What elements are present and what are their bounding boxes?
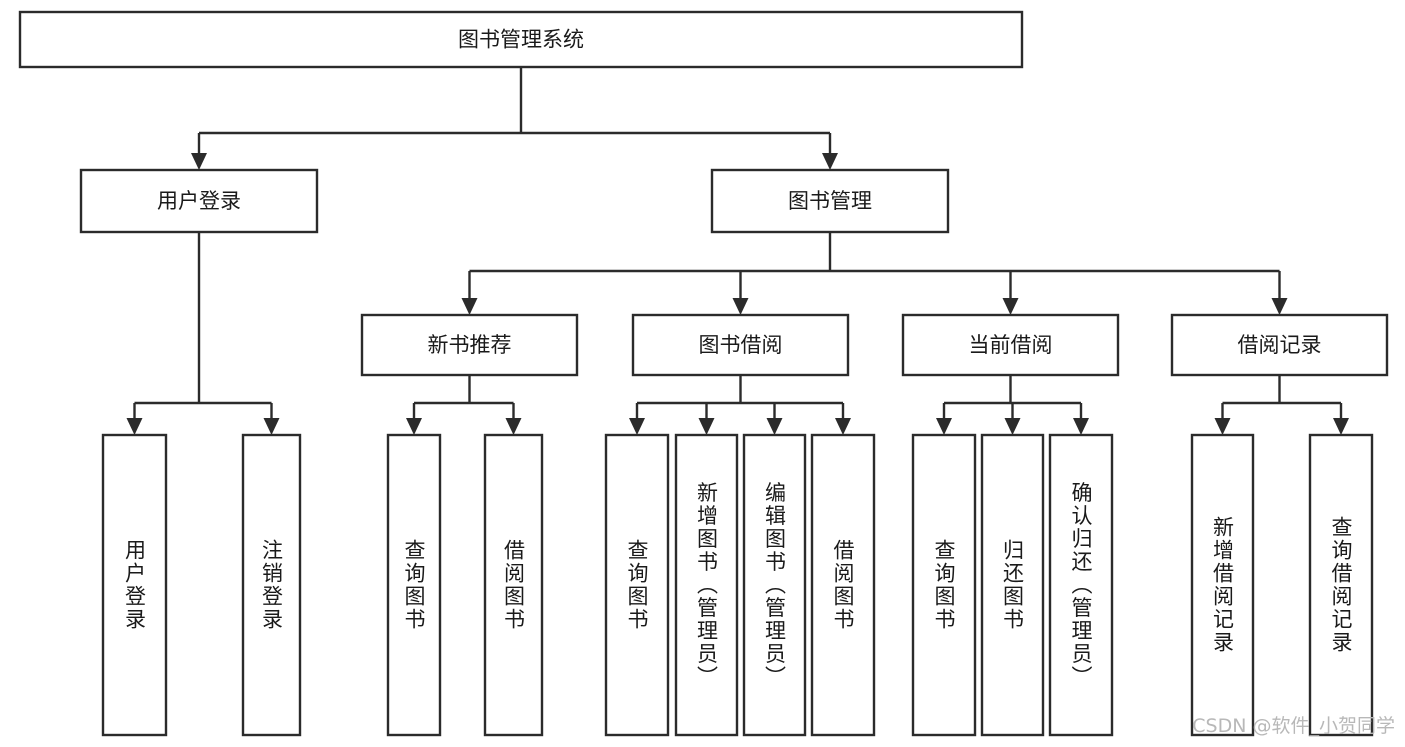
node-label-current-borrow: 当前借阅 [969, 333, 1053, 357]
arrow-head-leaf-query-book-1 [406, 418, 422, 435]
node-leaf-add-book[interactable]: 新增图书（管理员） [674, 433, 739, 737]
node-box-leaf-user-login[interactable] [101, 433, 168, 737]
watermark-label: CSDN @软件_小贺同学 [1192, 715, 1395, 737]
arrow-head-leaf-borrow-book-1 [505, 418, 522, 435]
arrow-head-leaf-borrow-book-2 [835, 418, 851, 435]
arrow-head-leaf-query-book-2 [629, 418, 645, 435]
node-label-leaf-confirm-return: 确认归还（管理员） [1069, 482, 1093, 689]
node-label-leaf-add-record: 新增借阅记录 [1211, 516, 1235, 654]
node-box-leaf-borrow-book-1[interactable] [483, 433, 544, 737]
node-box-leaf-query-record[interactable] [1308, 433, 1374, 737]
arrow-head-leaf-return-book [1004, 418, 1021, 435]
node-label-book-borrow: 图书借阅 [699, 333, 783, 357]
node-label-leaf-query-book-1: 查询图书 [402, 539, 426, 631]
node-box-leaf-add-book[interactable] [674, 433, 739, 737]
node-label-leaf-return-book: 归还图书 [1001, 539, 1025, 631]
connector-edges-layer [126, 67, 1349, 435]
node-box-book-borrow[interactable] [631, 313, 850, 377]
node-leaf-query-book-3[interactable]: 查询图书 [911, 433, 977, 737]
node-label-leaf-user-logout: 注销登录 [260, 539, 284, 631]
node-leaf-return-book[interactable]: 归还图书 [980, 433, 1045, 737]
arrow-head-leaf-confirm-return [1073, 418, 1089, 435]
node-box-user-login[interactable] [79, 168, 319, 234]
node-leaf-borrow-book-2[interactable]: 借阅图书 [810, 433, 876, 737]
node-box-leaf-query-book-1[interactable] [386, 433, 442, 737]
node-label-leaf-query-book-3: 查询图书 [932, 539, 956, 631]
arrow-head-leaf-user-login [126, 418, 143, 435]
arrow-head-leaf-query-record [1333, 418, 1349, 435]
node-label-leaf-add-book: 新增图书（管理员） [695, 482, 719, 689]
node-new-book-rec[interactable]: 新书推荐 [360, 313, 579, 377]
node-box-leaf-return-book[interactable] [980, 433, 1045, 737]
node-book-manage[interactable]: 图书管理 [710, 168, 950, 234]
arrow-head-borrow-record [1271, 298, 1288, 315]
node-box-new-book-rec[interactable] [360, 313, 579, 377]
node-root[interactable]: 图书管理系统 [18, 10, 1024, 69]
node-leaf-query-record[interactable]: 查询借阅记录 [1308, 433, 1374, 737]
node-leaf-confirm-return[interactable]: 确认归还（管理员） [1048, 433, 1114, 737]
node-leaf-user-login[interactable]: 用户登录 [101, 433, 168, 737]
node-label-user-login: 用户登录 [157, 189, 241, 213]
node-box-leaf-confirm-return[interactable] [1048, 433, 1114, 737]
arrow-head-leaf-add-book [698, 418, 715, 435]
node-label-leaf-query-record: 查询借阅记录 [1329, 516, 1353, 654]
arrow-head-user-login [191, 153, 207, 170]
node-label-new-book-rec: 新书推荐 [428, 333, 512, 357]
node-boxes-layer: 图书管理系统用户登录图书管理新书推荐图书借阅当前借阅借阅记录用户登录注销登录查询… [18, 10, 1389, 737]
node-leaf-add-record[interactable]: 新增借阅记录 [1190, 433, 1255, 737]
node-leaf-edit-book[interactable]: 编辑图书（管理员） [742, 433, 807, 737]
node-leaf-borrow-book-1[interactable]: 借阅图书 [483, 433, 544, 737]
node-label-leaf-borrow-book-2: 借阅图书 [831, 539, 855, 631]
node-leaf-query-book-2[interactable]: 查询图书 [604, 433, 670, 737]
node-box-leaf-borrow-book-2[interactable] [810, 433, 876, 737]
node-box-leaf-query-book-2[interactable] [604, 433, 670, 737]
node-label-leaf-edit-book: 编辑图书（管理员） [763, 482, 787, 689]
node-leaf-user-logout[interactable]: 注销登录 [241, 433, 302, 737]
node-label-book-manage: 图书管理 [788, 189, 872, 213]
node-book-borrow[interactable]: 图书借阅 [631, 313, 850, 377]
node-box-current-borrow[interactable] [901, 313, 1120, 377]
arrow-head-new-book-rec [461, 298, 478, 315]
arrow-head-book-manage [822, 153, 838, 170]
node-label-leaf-borrow-book-1: 借阅图书 [502, 539, 526, 631]
node-box-borrow-record[interactable] [1170, 313, 1389, 377]
node-borrow-record[interactable]: 借阅记录 [1170, 313, 1389, 377]
node-user-login[interactable]: 用户登录 [79, 168, 319, 234]
node-label-leaf-query-book-2: 查询图书 [625, 539, 649, 631]
node-label-root: 图书管理系统 [458, 28, 584, 52]
arrow-head-leaf-edit-book [766, 418, 783, 435]
arrow-head-book-borrow [732, 298, 749, 315]
node-box-leaf-edit-book[interactable] [742, 433, 807, 737]
node-label-borrow-record: 借阅记录 [1238, 333, 1322, 357]
node-current-borrow[interactable]: 当前借阅 [901, 313, 1120, 377]
node-box-leaf-add-record[interactable] [1190, 433, 1255, 737]
node-label-leaf-user-login: 用户登录 [123, 539, 147, 631]
arrow-head-leaf-add-record [1214, 418, 1231, 435]
node-box-book-manage[interactable] [710, 168, 950, 234]
node-leaf-query-book-1[interactable]: 查询图书 [386, 433, 442, 737]
arrow-head-current-borrow [1002, 298, 1019, 315]
arrow-head-leaf-user-logout [263, 418, 280, 435]
arrow-head-leaf-query-book-3 [936, 418, 952, 435]
node-box-root[interactable] [18, 10, 1024, 69]
node-box-leaf-query-book-3[interactable] [911, 433, 977, 737]
node-box-leaf-user-logout[interactable] [241, 433, 302, 737]
